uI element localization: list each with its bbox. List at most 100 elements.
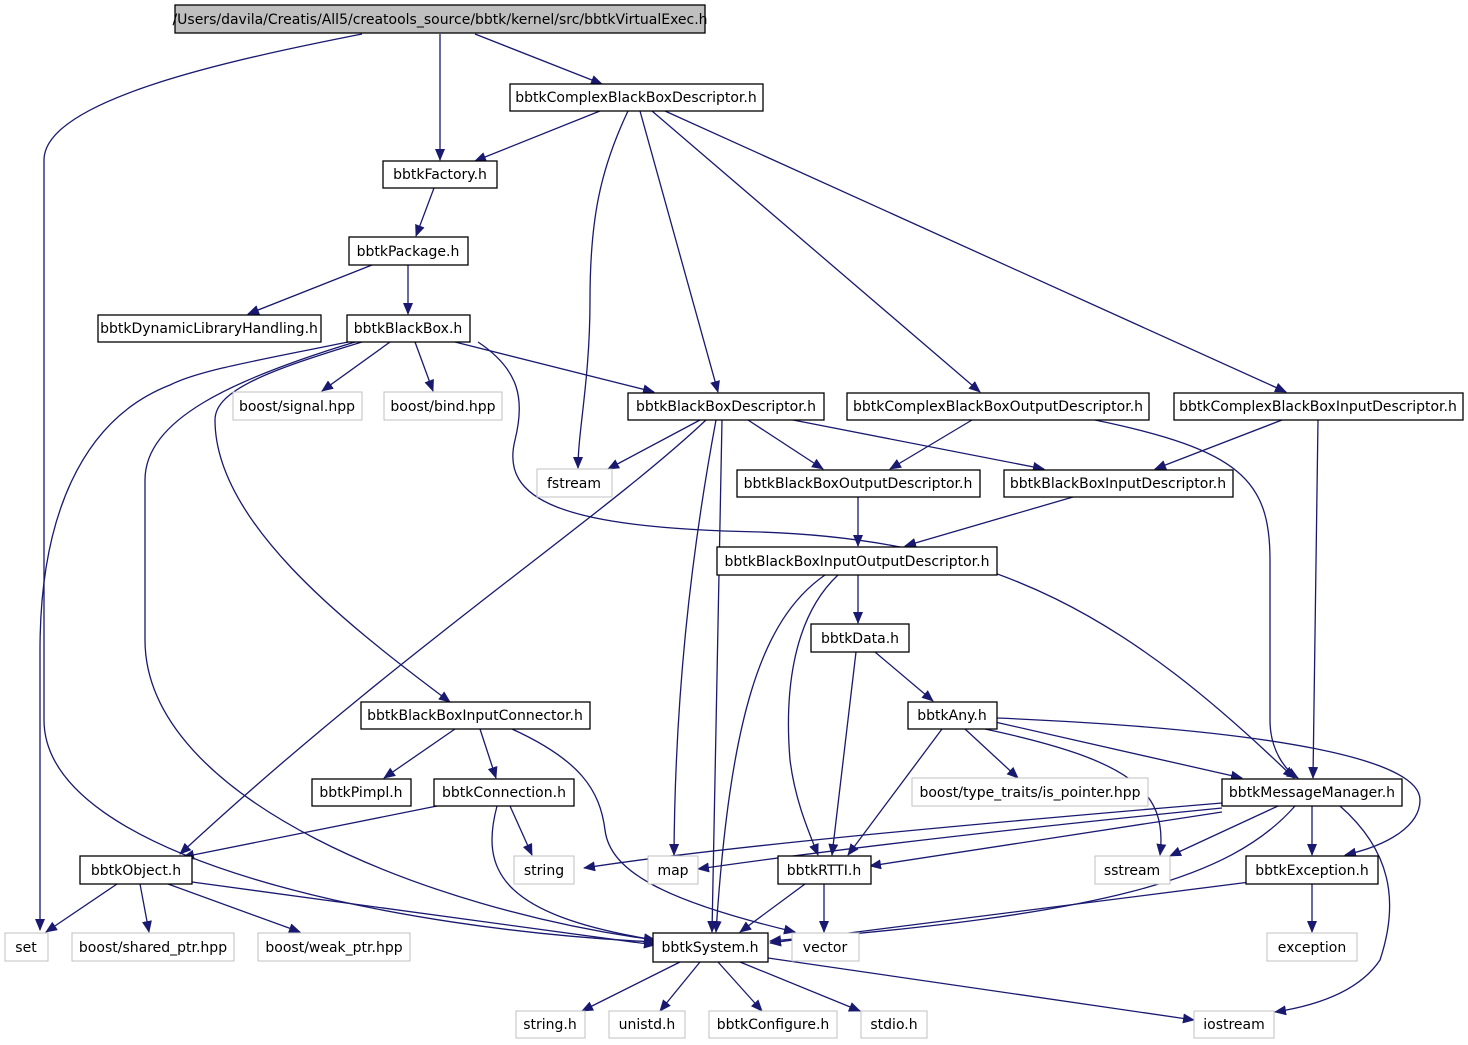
node-stdio[interactable]: stdio.h	[860, 1010, 928, 1039]
svg-text:bbtkPimpl.h: bbtkPimpl.h	[319, 785, 402, 801]
node-std-exception[interactable]: exception	[1266, 932, 1358, 962]
edge-blackbox-to-system	[144, 341, 656, 944]
edge-blackbox-to-inputconnector	[214, 341, 451, 703]
svg-text:string.h: string.h	[523, 1017, 577, 1033]
svg-text:bbtkMessageManager.h: bbtkMessageManager.h	[1229, 785, 1395, 801]
node-unistd[interactable]: unistd.h	[608, 1010, 686, 1039]
node-complex-blackbox-input-descriptor[interactable]: bbtkComplexBlackBoxInputDescriptor.h	[1173, 392, 1464, 421]
node-complex-blackbox-output-descriptor[interactable]: bbtkComplexBlackBoxOutputDescriptor.h	[846, 392, 1150, 421]
svg-text:bbtkObject.h: bbtkObject.h	[91, 863, 181, 879]
node-blackbox-output-descriptor[interactable]: bbtkBlackBoxOutputDescriptor.h	[736, 469, 981, 498]
edge-system-to-stdio	[739, 961, 861, 1012]
node-iostream[interactable]: iostream	[1193, 1010, 1275, 1039]
edge-rtti-to-system	[739, 883, 806, 933]
edge-system-to-configure	[717, 961, 763, 1012]
node-blackbox-input-output-descriptor[interactable]: bbtkBlackBoxInputOutputDescriptor.h	[716, 546, 998, 576]
node-package[interactable]: bbtkPackage.h	[348, 236, 469, 266]
node-blackbox-descriptor[interactable]: bbtkBlackBoxDescriptor.h	[627, 392, 825, 421]
svg-text:bbtkBlackBoxInputOutputDescrip: bbtkBlackBoxInputOutputDescriptor.h	[725, 554, 990, 570]
edge-blackbox-to-boostsignal	[321, 341, 391, 392]
edge-msgmanager-to-sstream	[1169, 805, 1279, 857]
node-vector[interactable]: vector	[791, 932, 860, 962]
node-factory[interactable]: bbtkFactory.h	[382, 160, 498, 189]
edge-complexdesc-to-factory	[474, 110, 601, 162]
edge-object-to-weakptr	[167, 883, 301, 933]
edge-inputconnector-to-pimpl	[383, 728, 456, 779]
node-exception[interactable]: bbtkException.h	[1245, 855, 1379, 885]
svg-text:sstream: sstream	[1104, 863, 1160, 879]
node-blackbox-input-connector[interactable]: bbtkBlackBoxInputConnector.h	[360, 701, 591, 730]
node-data[interactable]: bbtkData.h	[810, 623, 910, 653]
node-set[interactable]: set	[4, 932, 49, 962]
svg-text:set: set	[15, 940, 37, 956]
node-any[interactable]: bbtkAny.h	[907, 701, 998, 730]
node-fstream[interactable]: fstream	[536, 468, 613, 498]
node-string-h[interactable]: string.h	[515, 1010, 586, 1039]
node-shared-ptr[interactable]: boost/shared_ptr.hpp	[71, 932, 235, 962]
edge-complexoutdesc-to-bboutdesc	[889, 419, 973, 470]
svg-text:bbtkConnection.h: bbtkConnection.h	[442, 785, 566, 801]
node-boost-signal[interactable]: boost/signal.hpp	[232, 391, 363, 421]
node-blackbox-input-descriptor[interactable]: bbtkBlackBoxInputDescriptor.h	[1003, 469, 1234, 498]
edge-system-to-unistd	[659, 961, 701, 1012]
edge-any-to-exception	[996, 717, 1421, 858]
svg-text:bbtkRTTI.h: bbtkRTTI.h	[787, 863, 861, 879]
node-system[interactable]: bbtkSystem.h	[652, 932, 769, 963]
svg-text:bbtkBlackBoxDescriptor.h: bbtkBlackBoxDescriptor.h	[636, 399, 816, 415]
edge-blackbox-to-boostbind	[414, 341, 434, 392]
svg-text:exception: exception	[1278, 940, 1346, 956]
node-root[interactable]: /Users/davila/Creatis/All5/creatools_sou…	[172, 4, 708, 34]
node-weak-ptr[interactable]: boost/weak_ptr.hpp	[257, 932, 411, 962]
node-blackbox[interactable]: bbtkBlackBox.h	[346, 314, 471, 343]
node-configure[interactable]: bbtkConfigure.h	[708, 1010, 838, 1039]
svg-text:bbtkSystem.h: bbtkSystem.h	[662, 940, 759, 956]
edge-complexoutdesc-to-msgmanager	[1094, 419, 1299, 779]
svg-text:bbtkComplexBlackBoxDescriptor.: bbtkComplexBlackBoxDescriptor.h	[515, 90, 756, 106]
edge-msgmanager-to-system	[769, 805, 1296, 946]
svg-text:bbtkAny.h: bbtkAny.h	[917, 708, 986, 724]
svg-text:boost/bind.hpp: boost/bind.hpp	[390, 399, 495, 415]
svg-text:map: map	[657, 863, 688, 879]
svg-text:bbtkBlackBoxInputConnector.h: bbtkBlackBoxInputConnector.h	[367, 708, 583, 724]
node-root-label: /Users/davila/Creatis/All5/creatools_sou…	[172, 12, 707, 28]
edge-connection-to-string	[509, 805, 533, 856]
node-rtti[interactable]: bbtkRTTI.h	[777, 855, 872, 885]
edge-msgmanager-to-rtti	[869, 811, 1223, 870]
edge-bbdesc-to-fstream	[607, 419, 701, 470]
svg-text:iostream: iostream	[1203, 1017, 1265, 1033]
node-boost-bind[interactable]: boost/bind.hpp	[383, 391, 503, 421]
node-string[interactable]: string	[513, 855, 575, 885]
node-pimpl[interactable]: bbtkPimpl.h	[311, 778, 412, 807]
node-sstream[interactable]: sstream	[1094, 855, 1171, 885]
edge-object-to-sharedptr	[139, 883, 152, 933]
edges	[35, 33, 1421, 1024]
edge-iodesc-to-system	[711, 574, 826, 933]
node-connection[interactable]: bbtkConnection.h	[433, 778, 575, 807]
node-message-manager[interactable]: bbtkMessageManager.h	[1221, 778, 1403, 807]
edge-complexindesc-to-bbindesc	[1154, 419, 1283, 470]
svg-text:bbtkData.h: bbtkData.h	[821, 631, 899, 647]
edge-complexdesc-to-complexindesc	[664, 110, 1287, 393]
edge-root-to-complexdesc	[474, 33, 603, 85]
svg-text:boost/weak_ptr.hpp: boost/weak_ptr.hpp	[265, 940, 402, 956]
svg-text:bbtkConfigure.h: bbtkConfigure.h	[717, 1017, 830, 1033]
svg-text:bbtkComplexBlackBoxOutputDescr: bbtkComplexBlackBoxOutputDescriptor.h	[853, 399, 1143, 415]
node-object[interactable]: bbtkObject.h	[79, 855, 193, 885]
edge-iodesc-to-rtti	[787, 574, 839, 856]
edge-connection-to-object	[182, 805, 438, 860]
edge-msgmanager-to-iostream	[1274, 805, 1391, 1016]
node-dynamic-library-handling[interactable]: bbtkDynamicLibraryHandling.h	[97, 314, 322, 343]
edge-system-to-iostream	[767, 957, 1195, 1024]
edge-package-to-dynlib	[247, 264, 373, 315]
svg-text:unistd.h: unistd.h	[619, 1017, 676, 1033]
edge-blackbox-to-set	[35, 341, 349, 931]
node-complex-blackbox-descriptor[interactable]: bbtkComplexBlackBoxDescriptor.h	[509, 83, 764, 112]
node-map[interactable]: map	[647, 855, 699, 885]
node-is-pointer[interactable]: boost/type_traits/is_pointer.hpp	[911, 777, 1149, 807]
edge-bbdesc-to-bboutdesc	[747, 419, 824, 470]
svg-text:bbtkBlackBoxOutputDescriptor.h: bbtkBlackBoxOutputDescriptor.h	[744, 476, 973, 492]
edge-inputconnector-to-connection	[479, 728, 498, 779]
edge-root-to-system	[43, 33, 656, 947]
edge-any-to-msgmanager	[994, 721, 1243, 781]
